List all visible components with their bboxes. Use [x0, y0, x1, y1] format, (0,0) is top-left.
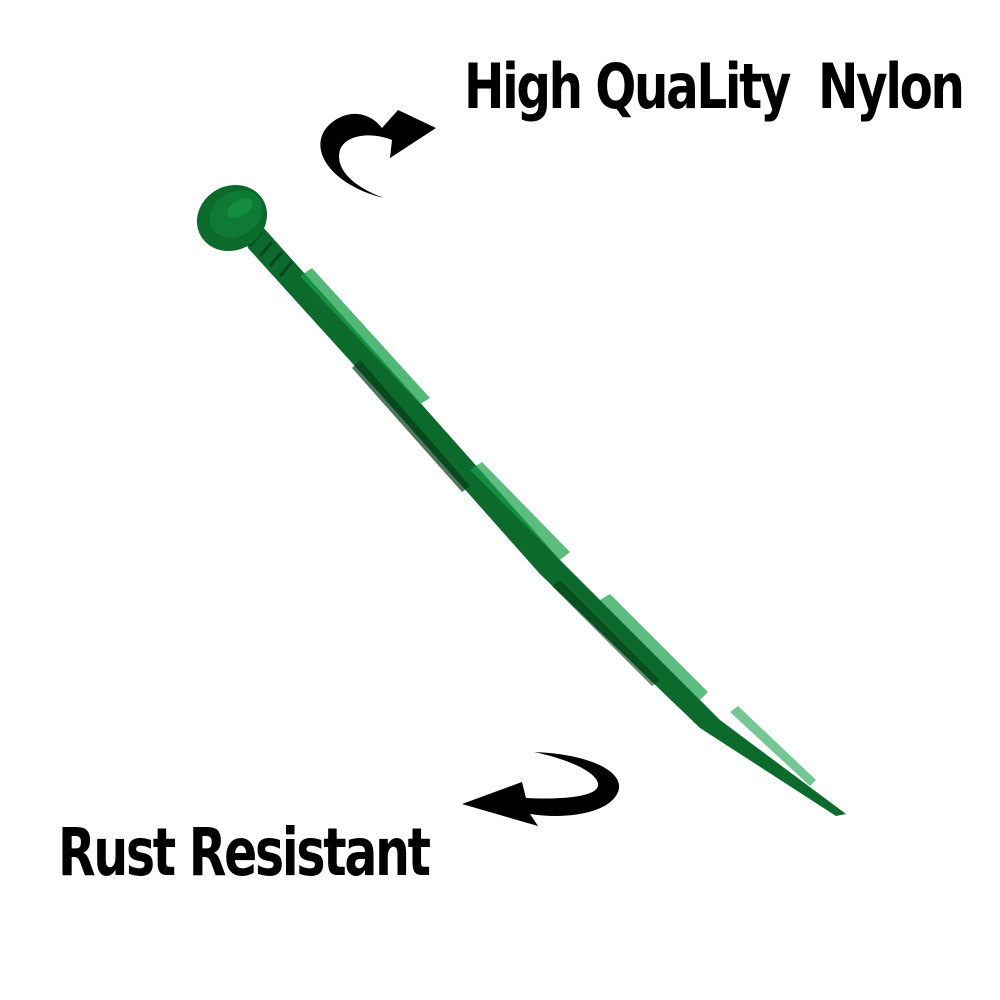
nylon-stake-icon	[196, 184, 846, 816]
curved-arrow-bottom-icon	[462, 752, 620, 826]
rust-resistant-label: Rust Resistant	[58, 814, 431, 891]
stake-shaft	[238, 212, 846, 816]
high-quality-nylon-label: High QuaLity Nylon	[464, 50, 965, 123]
curved-arrow-top-icon	[320, 110, 436, 198]
